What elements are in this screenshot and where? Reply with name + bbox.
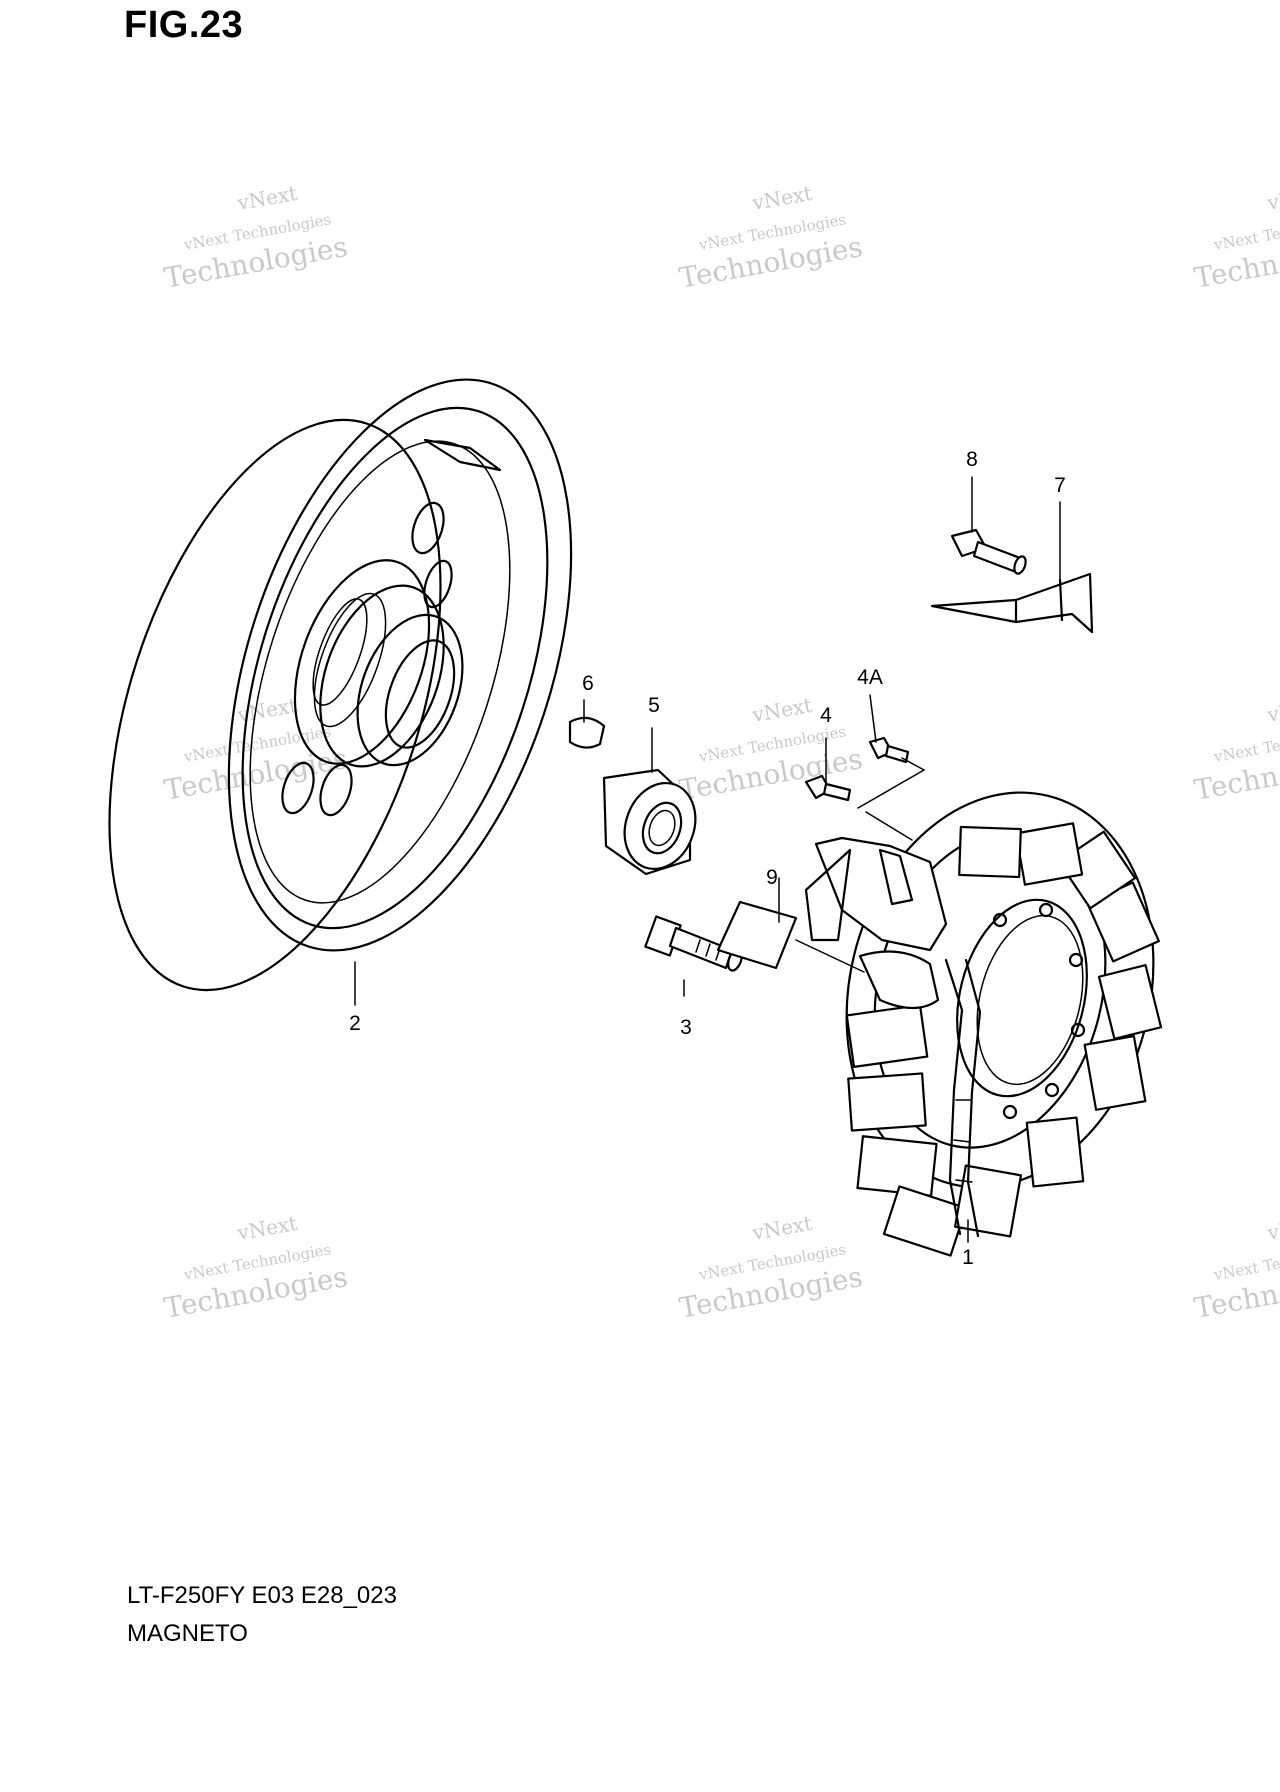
- svg-text:vNext: vNext: [1265, 181, 1280, 215]
- part-number-6: 6: [582, 672, 594, 695]
- part-number-2: 2: [349, 1012, 361, 1035]
- part-number-1: 1: [962, 1246, 974, 1269]
- watermark: vNext vNext Technologies Technologies: [1192, 693, 1280, 807]
- watermark: vNext vNext Technologies Technologies: [1192, 1211, 1280, 1325]
- part-number-4: 4: [820, 704, 832, 727]
- caution-label-drawing: [716, 900, 798, 970]
- part-number-7: 7: [1054, 474, 1066, 497]
- section-name: MAGNETO: [127, 1620, 248, 1647]
- watermark-layer: vNext vNext Technologies Technologies vN…: [162, 181, 1280, 1325]
- svg-text:vNext: vNext: [235, 693, 299, 727]
- watermark: vNext vNext Technologies Technologies: [677, 181, 865, 295]
- watermark: vNext vNext Technologies Technologies: [162, 1211, 350, 1325]
- svg-text:vNext: vNext: [235, 181, 299, 215]
- part-numbers: 2 6 5 3 9 4 4A 8 7 1: [349, 448, 1066, 1269]
- watermark: vNext vNext Technologies Technologies: [162, 181, 350, 295]
- part-number-5: 5: [648, 694, 660, 717]
- svg-text:vNext: vNext: [750, 693, 814, 727]
- rotor-nut-drawing: [602, 768, 697, 876]
- svg-text:vNext: vNext: [1265, 1211, 1280, 1245]
- lead-wire-clamp-drawing: [930, 572, 1094, 634]
- part-number-3: 3: [680, 1016, 692, 1039]
- svg-text:vNext: vNext: [750, 1211, 814, 1245]
- svg-text:vNext: vNext: [1265, 693, 1280, 727]
- svg-text:vNext: vNext: [235, 1211, 299, 1245]
- watermark: vNext vNext Technologies Technologies: [1192, 181, 1280, 295]
- stator-coil-drawing: [804, 791, 1163, 1257]
- part-number-8: 8: [966, 448, 978, 471]
- model-code: LT-F250FY E03 E28_023: [127, 1582, 397, 1609]
- flywheel-rotor-drawing: [108, 378, 573, 992]
- leader-lines: [354, 476, 1061, 1243]
- part-number-4a: 4A: [857, 666, 883, 689]
- part-number-9: 9: [766, 866, 778, 889]
- clamp-bolt-drawing: [950, 528, 1027, 575]
- svg-text:vNext: vNext: [750, 181, 814, 215]
- watermark: vNext vNext Technologies Technologies: [677, 1211, 865, 1325]
- woodruff-key-drawing: [568, 716, 606, 749]
- figure-title: FIG.23: [124, 4, 244, 46]
